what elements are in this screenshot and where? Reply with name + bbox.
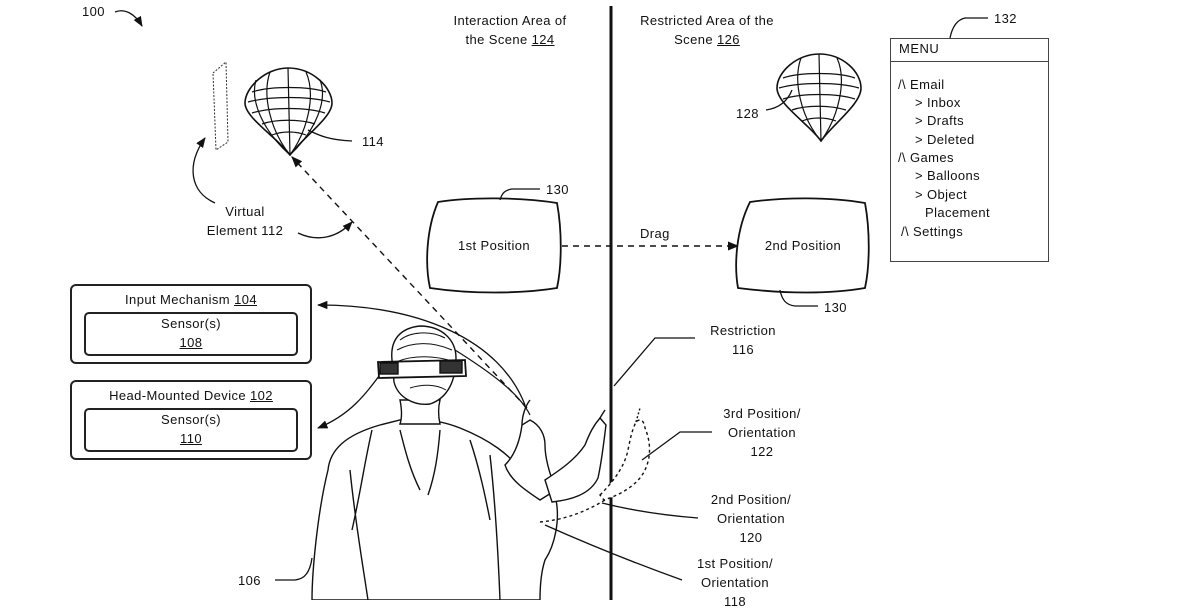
balloon-128 (777, 54, 861, 141)
interaction-area-label: Interaction Area of the Scene 124 (420, 11, 600, 49)
first-orientation-ref: 118 (674, 592, 796, 611)
balloon-114 (245, 68, 332, 155)
hmd-arrow (318, 372, 382, 428)
hmd-sensor-label: Sensor(s) (86, 410, 296, 429)
interaction-area-text: the Scene (465, 32, 527, 47)
menu-panel: MENU /\ Email > Inbox > Drafts > Deleted… (890, 38, 1049, 262)
first-orientation-leader (545, 525, 682, 580)
menu-ref-leader (950, 18, 988, 38)
second-orientation-line1: 2nd Position/ (690, 490, 812, 509)
virtual-element-line1: Virtual (190, 202, 300, 221)
third-orientation-label: 3rd Position/ Orientation 122 (702, 404, 822, 461)
second-position-label: 2nd Position (742, 236, 864, 255)
interaction-area-ref: 124 (532, 32, 555, 47)
virtual-element-label: Virtual Element 112 (190, 202, 300, 240)
menu-ref-label: 132 (994, 9, 1017, 28)
second-orientation-label: 2nd Position/ Orientation 120 (690, 490, 812, 547)
menu-item-drafts[interactable]: > Drafts (915, 112, 964, 130)
figure-ref-arrow (115, 11, 142, 26)
hmd-sensor-box: Sensor(s) 110 (84, 408, 298, 452)
restriction-line1: Restriction (688, 321, 798, 340)
third-orientation-ref: 122 (702, 442, 822, 461)
input-sensor-ref: 108 (86, 333, 296, 352)
input-sensor-box: Sensor(s) 108 (84, 312, 298, 356)
third-orientation-line1: 3rd Position/ (702, 404, 822, 423)
menu-title: MENU (899, 41, 939, 56)
restricted-area-ref: 126 (717, 32, 740, 47)
restricted-area-line1: Restricted Area of the (612, 11, 802, 30)
drag-label: Drag (640, 224, 670, 243)
restricted-balloon-ref-label: 128 (736, 104, 759, 123)
motion-arc (455, 350, 530, 415)
first-orientation-line1: 1st Position/ (674, 554, 796, 573)
menu-item-object[interactable]: > Object (915, 186, 967, 204)
restricted-area-line2: Scene 126 (612, 30, 802, 49)
hmd-title: Head-Mounted Device 102 (72, 386, 310, 405)
first-orientation-line2: Orientation (674, 573, 796, 592)
leader-114 (308, 130, 352, 141)
menu-item-settings[interactable]: /\ Settings (901, 223, 963, 241)
input-sensor-label: Sensor(s) (86, 314, 296, 333)
third-orientation-line2: Orientation (702, 423, 822, 442)
input-mechanism-text: Input Mechanism (125, 292, 230, 307)
input-mechanism-box: Input Mechanism 104 Sensor(s) 108 (70, 284, 312, 364)
restricted-area-label: Restricted Area of the Scene 126 (612, 11, 802, 49)
second-orientation-line2: Orientation (690, 509, 812, 528)
balloon-ref-label: 114 (362, 132, 384, 151)
user-ref-leader (275, 558, 312, 580)
menu-item-email[interactable]: /\ Email (898, 76, 945, 94)
menu-item-inbox[interactable]: > Inbox (915, 94, 961, 112)
restriction-ref: 116 (688, 340, 798, 359)
restriction-leader (614, 338, 695, 386)
first-orientation-label: 1st Position/ Orientation 118 (674, 554, 796, 611)
interaction-area-line2: the Scene 124 (420, 30, 600, 49)
hmd-sensor-ref: 110 (86, 429, 296, 448)
menu-item-games[interactable]: /\ Games (898, 149, 954, 167)
virtual-element-arrow-up (193, 138, 215, 203)
restriction-label: Restriction 116 (688, 321, 798, 359)
menu-item-placement[interactable]: Placement (925, 204, 990, 222)
first-position-label: 1st Position (434, 236, 554, 255)
virtual-element-line2: Element 112 (190, 221, 300, 240)
second-orientation-ref: 120 (690, 528, 812, 547)
menu-item-deleted[interactable]: > Deleted (915, 131, 975, 149)
hmd-ref: 102 (250, 388, 273, 403)
second-orientation-leader (602, 503, 698, 518)
figure-ref-label: 100 (82, 2, 105, 21)
restricted-area-text: Scene (674, 32, 713, 47)
menu-item-balloons[interactable]: > Balloons (915, 167, 980, 185)
virtual-element-panel (213, 62, 228, 150)
input-mechanism-ref: 104 (234, 292, 257, 307)
pillow-ref-top-label: 130 (546, 180, 569, 199)
hmd-box: Head-Mounted Device 102 Sensor(s) 110 (70, 380, 312, 460)
input-mechanism-title: Input Mechanism 104 (72, 290, 310, 309)
hmd-text: Head-Mounted Device (109, 388, 246, 403)
interaction-area-line1: Interaction Area of (420, 11, 600, 30)
pillow-ref-bottom-label: 130 (824, 298, 847, 317)
user-ref-label: 106 (238, 571, 261, 590)
menu-divider (891, 61, 1048, 62)
virtual-element-arrow-right (298, 222, 352, 238)
